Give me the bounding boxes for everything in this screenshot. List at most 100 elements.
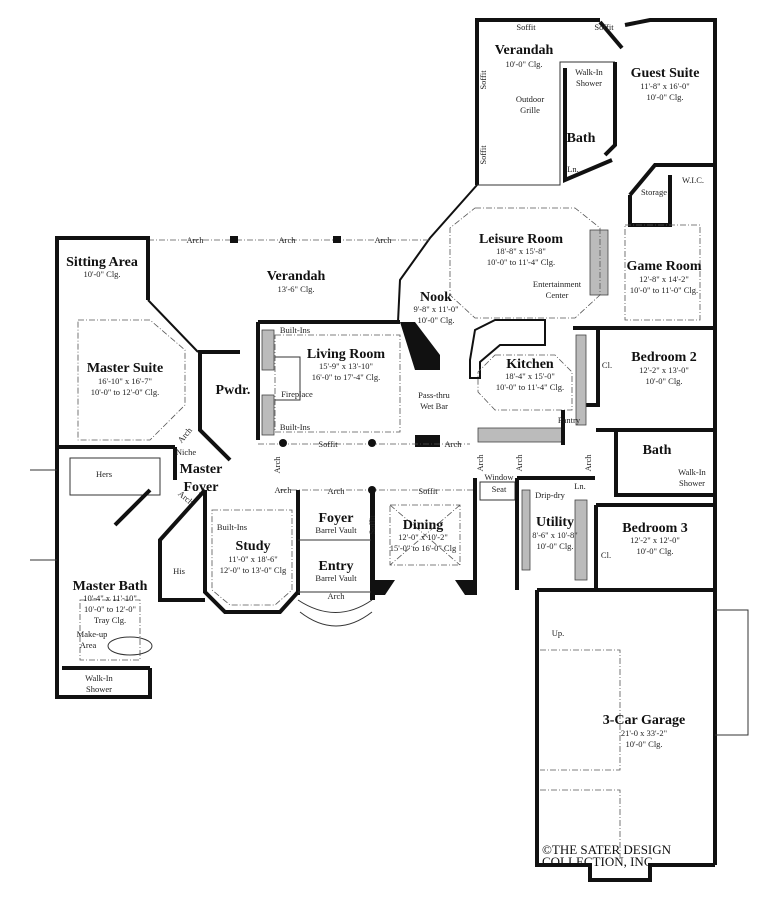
- room-kitchen: Kitchen 18'-4" x 15'-0" 10'-0" to 11'-4"…: [496, 357, 564, 392]
- note-walk-in-shower: Shower: [86, 684, 112, 694]
- room-ceiling: 10'-0" Clg.: [536, 541, 573, 551]
- note-soffit: Soffit: [594, 22, 614, 32]
- room-powder: Pwdr.: [216, 383, 251, 398]
- room-name: Leisure Room: [479, 232, 563, 247]
- room-ceiling: 16'-0" to 17'-4" Clg.: [312, 372, 381, 382]
- note-arch: Arch: [328, 486, 346, 496]
- note-arch: Arch: [275, 485, 293, 495]
- note-niche: Niche: [176, 447, 197, 457]
- room-study: Study 11'-0" x 18'-6" 12'-0" to 13'-0" C…: [220, 539, 287, 575]
- note-arch: Arch: [187, 235, 205, 245]
- note-arch: Arch: [375, 235, 393, 245]
- room-game: Game Room 12'-8" x 14'-2" 10'-0" to 11'-…: [626, 259, 701, 295]
- room-ceiling: 10'-0" Clg.: [645, 376, 682, 386]
- room-name: Bedroom 3: [622, 521, 687, 536]
- note-pantry: Pantry: [558, 415, 581, 425]
- room-ceiling: 10'-0" Clg.: [83, 269, 120, 279]
- note-outdoor-grille: Outdoor: [516, 94, 545, 104]
- room-ceiling: 10'-0" Clg.: [646, 92, 683, 102]
- room-master-bath: Master Bath 10'-4" x 11'-10" 10'-0" to 1…: [73, 579, 148, 625]
- room-master-suite: Master Suite 16'-10" x 16'-7" 10'-0" to …: [87, 361, 163, 397]
- room-size: 18'-8" x 15'-8": [496, 246, 546, 256]
- room-entry: Entry Barrel Vault: [315, 559, 357, 583]
- room-size: 12'-8" x 14'-2": [639, 274, 689, 284]
- note-walk-in-shower: Shower: [679, 478, 705, 488]
- room-name: Kitchen: [506, 357, 554, 372]
- room-sitting-area: Sitting Area 10'-0" Clg.: [66, 255, 138, 279]
- copyright-line: ©THE SATER DESIGN: [542, 842, 672, 857]
- room-living: Living Room 15'-9" x 13'-10" 16'-0" to 1…: [307, 347, 386, 382]
- room-name: Utility: [536, 515, 574, 530]
- note-built-ins: Built-Ins: [280, 422, 310, 432]
- note-his: His: [173, 566, 185, 576]
- room-size: 11'-0" x 18'-6": [228, 554, 277, 564]
- room-size: 11'-8" x 16'-0": [640, 81, 689, 91]
- room-name: Bedroom 2: [631, 350, 696, 365]
- room-guest-suite: Guest Suite 11'-8" x 16'-0" 10'-0" Clg.: [631, 66, 700, 102]
- room-ceiling: 12'-0" to 13'-0" Clg: [220, 565, 287, 575]
- room-name: Master Bath: [73, 579, 148, 594]
- room-garage: 3-Car Garage 21'-0 x 33'-2" 10'-0" Clg.: [603, 713, 686, 749]
- note-up: Up.: [552, 628, 565, 638]
- note-closet: Cl.: [601, 550, 611, 560]
- note-closet: Cl.: [602, 360, 612, 370]
- room-name: Master Suite: [87, 361, 163, 376]
- room-size: 12'-0" x 10'-2": [398, 532, 448, 542]
- room-size: 8'-6" x 10'-8": [532, 530, 577, 540]
- note-soffit: Soffit: [516, 22, 536, 32]
- room-ceiling: 10'-0" to 11'-0" Clg.: [630, 285, 698, 295]
- room-ceiling: 10'-0" Clg.: [636, 546, 673, 556]
- note-arch: Arch: [175, 425, 194, 445]
- note-soffit: Soffit: [367, 515, 377, 535]
- room-size: 15'-9" x 13'-10": [319, 361, 373, 371]
- room-wic: W.I.C.: [682, 175, 704, 185]
- note-walk-in-shower: Walk-In: [85, 673, 113, 683]
- note-outdoor-grille: Grille: [520, 105, 540, 115]
- note-hers: Hers: [96, 469, 112, 479]
- note-window-seat: Window: [485, 472, 515, 482]
- room-ceiling: 10'-0" to 12'-0" Clg.: [91, 387, 160, 397]
- note-walk-in-shower: Walk-In: [678, 467, 706, 477]
- copyright-line: COLLECTION, INC.: [542, 854, 656, 869]
- note-drip-dry: Drip-dry: [535, 490, 565, 500]
- walls: [30, 18, 749, 882]
- room-bedroom-2: Bedroom 2 12'-2" x 13'-0" 10'-0" Clg.: [631, 350, 696, 386]
- note-fireplace: Fireplace: [281, 389, 313, 399]
- room-note: Tray Clg.: [94, 615, 126, 625]
- note-arch: Arch: [583, 454, 593, 472]
- note-arch: Arch: [328, 591, 346, 601]
- note-soffit: Soffit: [478, 145, 488, 165]
- note-linen: Ln.: [567, 164, 579, 174]
- note-soffit: Soffit: [418, 486, 438, 496]
- note-makeup-area: Area: [80, 640, 97, 650]
- room-ceiling: 10'-0" to 11'-4" Clg.: [487, 257, 555, 267]
- room-guest-bath: Bath: [567, 131, 596, 146]
- room-name: Dining: [403, 518, 443, 533]
- room-name: Sitting Area: [66, 255, 138, 270]
- room-name: Living Room: [307, 347, 386, 362]
- note-window-seat: Seat: [492, 484, 507, 494]
- room-labels: Verandah 10'-0" Clg. Guest Suite 11'-8" …: [66, 43, 704, 749]
- room-ceiling: 10'-0" to 11'-4" Clg.: [496, 382, 564, 392]
- room-name: Master: [180, 462, 223, 477]
- room-leisure: Leisure Room 18'-8" x 15'-8" 10'-0" to 1…: [479, 232, 563, 267]
- room-name: Foyer: [319, 511, 354, 526]
- room-name: Game Room: [626, 259, 701, 274]
- note-arch: Arch: [279, 235, 297, 245]
- room-size: 9'-8" x 11'-0": [413, 304, 458, 314]
- copyright-notice: ©THE SATER DESIGN COLLECTION, INC.: [542, 842, 672, 869]
- room-ceiling: 10'-0" Clg.: [417, 315, 454, 325]
- room-name: Guest Suite: [631, 66, 700, 81]
- note-linen: Ln.: [574, 481, 586, 491]
- plan-notes: Walk-In Shower Outdoor Grille Ln. Entert…: [77, 22, 707, 694]
- room-master-foyer: Master Foyer: [180, 462, 223, 495]
- room-size: 12'-2" x 13'-0": [639, 365, 689, 375]
- note-arch: Arch: [475, 454, 485, 472]
- room-name: 3-Car Garage: [603, 713, 686, 728]
- room-size: 12'-2" x 12'-0": [630, 535, 680, 545]
- note-soffit: Soffit: [478, 70, 488, 90]
- room-nook: Nook 9'-8" x 11'-0" 10'-0" Clg.: [413, 290, 458, 325]
- note-arch: Arch: [272, 456, 282, 474]
- room-utility: Utility 8'-6" x 10'-8" 10'-0" Clg.: [532, 515, 577, 551]
